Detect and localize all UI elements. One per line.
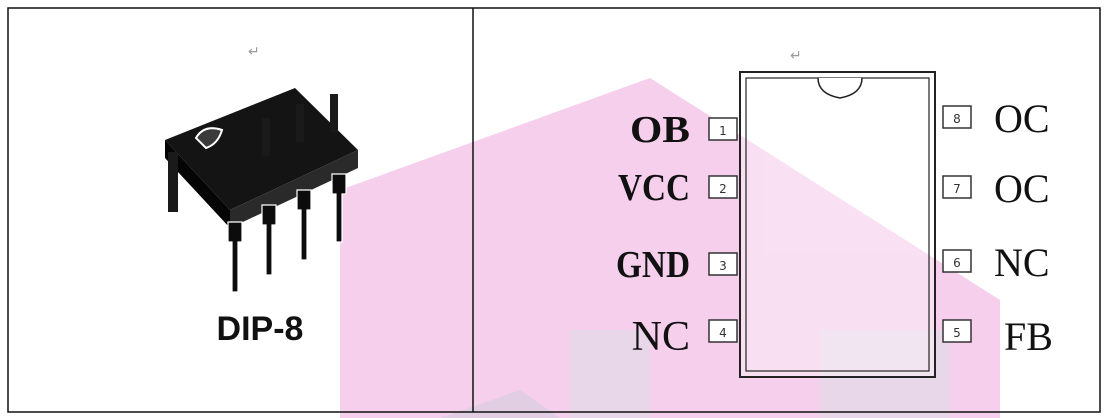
pin-label: VCC — [618, 167, 690, 209]
pin-8: 8 OC — [942, 96, 1050, 141]
pin-label: OB — [630, 109, 690, 151]
pin-box — [708, 175, 738, 199]
pin-box — [942, 175, 972, 199]
pin-4: 4 NC — [632, 314, 738, 360]
watermark-sliver — [440, 390, 560, 418]
pin-number: 7 — [953, 182, 961, 196]
pin-box — [942, 105, 972, 129]
pin-5: 5 FB — [942, 314, 1053, 359]
ic-body — [739, 71, 936, 378]
pin-number: 5 — [953, 326, 961, 340]
pin-number: 1 — [719, 124, 727, 138]
paragraph-mark-left: ↵ — [248, 44, 260, 60]
package-notch — [194, 127, 224, 150]
pin-box — [708, 252, 738, 276]
pin-2: 2 VCC — [618, 167, 738, 209]
pin-label: OC — [994, 166, 1050, 211]
back-pin — [330, 94, 338, 132]
ic-notch — [817, 77, 863, 99]
pin-label: NC — [632, 314, 690, 360]
package-top — [165, 88, 358, 210]
front-pin — [296, 189, 312, 261]
pin-box — [942, 319, 972, 343]
ic-outline — [739, 71, 936, 378]
package-front — [165, 140, 230, 228]
pin-box — [708, 117, 738, 141]
pin-label: NC — [994, 240, 1050, 285]
pin-6: 6 NC — [942, 240, 1050, 285]
dip8-package-image — [165, 88, 358, 293]
pin-label: GND — [616, 244, 690, 286]
front-pin — [261, 204, 277, 276]
paragraph-mark-right: ↵ — [790, 48, 802, 64]
pin-box — [942, 249, 972, 273]
pin-number: 2 — [719, 182, 727, 196]
pin-label: FB — [1004, 314, 1053, 359]
package-name: DIP-8 — [217, 310, 304, 348]
pin-number: 8 — [953, 112, 961, 126]
pin-label: OC — [994, 96, 1050, 141]
back-pins — [168, 94, 338, 212]
pin-1: 1 OB — [630, 109, 738, 151]
table-frame — [7, 7, 1101, 413]
pin-box — [708, 319, 738, 343]
watermark-block-right — [820, 330, 950, 418]
back-pin — [168, 152, 178, 212]
table-border — [7, 7, 1101, 413]
front-pin — [227, 221, 243, 293]
pin-number: 6 — [953, 256, 961, 270]
front-pins — [227, 173, 347, 293]
pin-number: 4 — [719, 326, 727, 340]
pin-7: 7 OC — [942, 166, 1050, 211]
left-pin-column: 1 OB 2 VCC 3 GND 4 NC — [616, 109, 738, 360]
front-pin — [331, 173, 347, 243]
pin-3: 3 GND — [616, 244, 738, 286]
pin-number: 3 — [719, 259, 727, 273]
right-pin-column: 8 OC 7 OC 6 NC 5 FB — [942, 96, 1053, 359]
back-pin — [296, 104, 304, 142]
back-pin — [262, 118, 270, 156]
watermark-block-center — [570, 330, 650, 418]
